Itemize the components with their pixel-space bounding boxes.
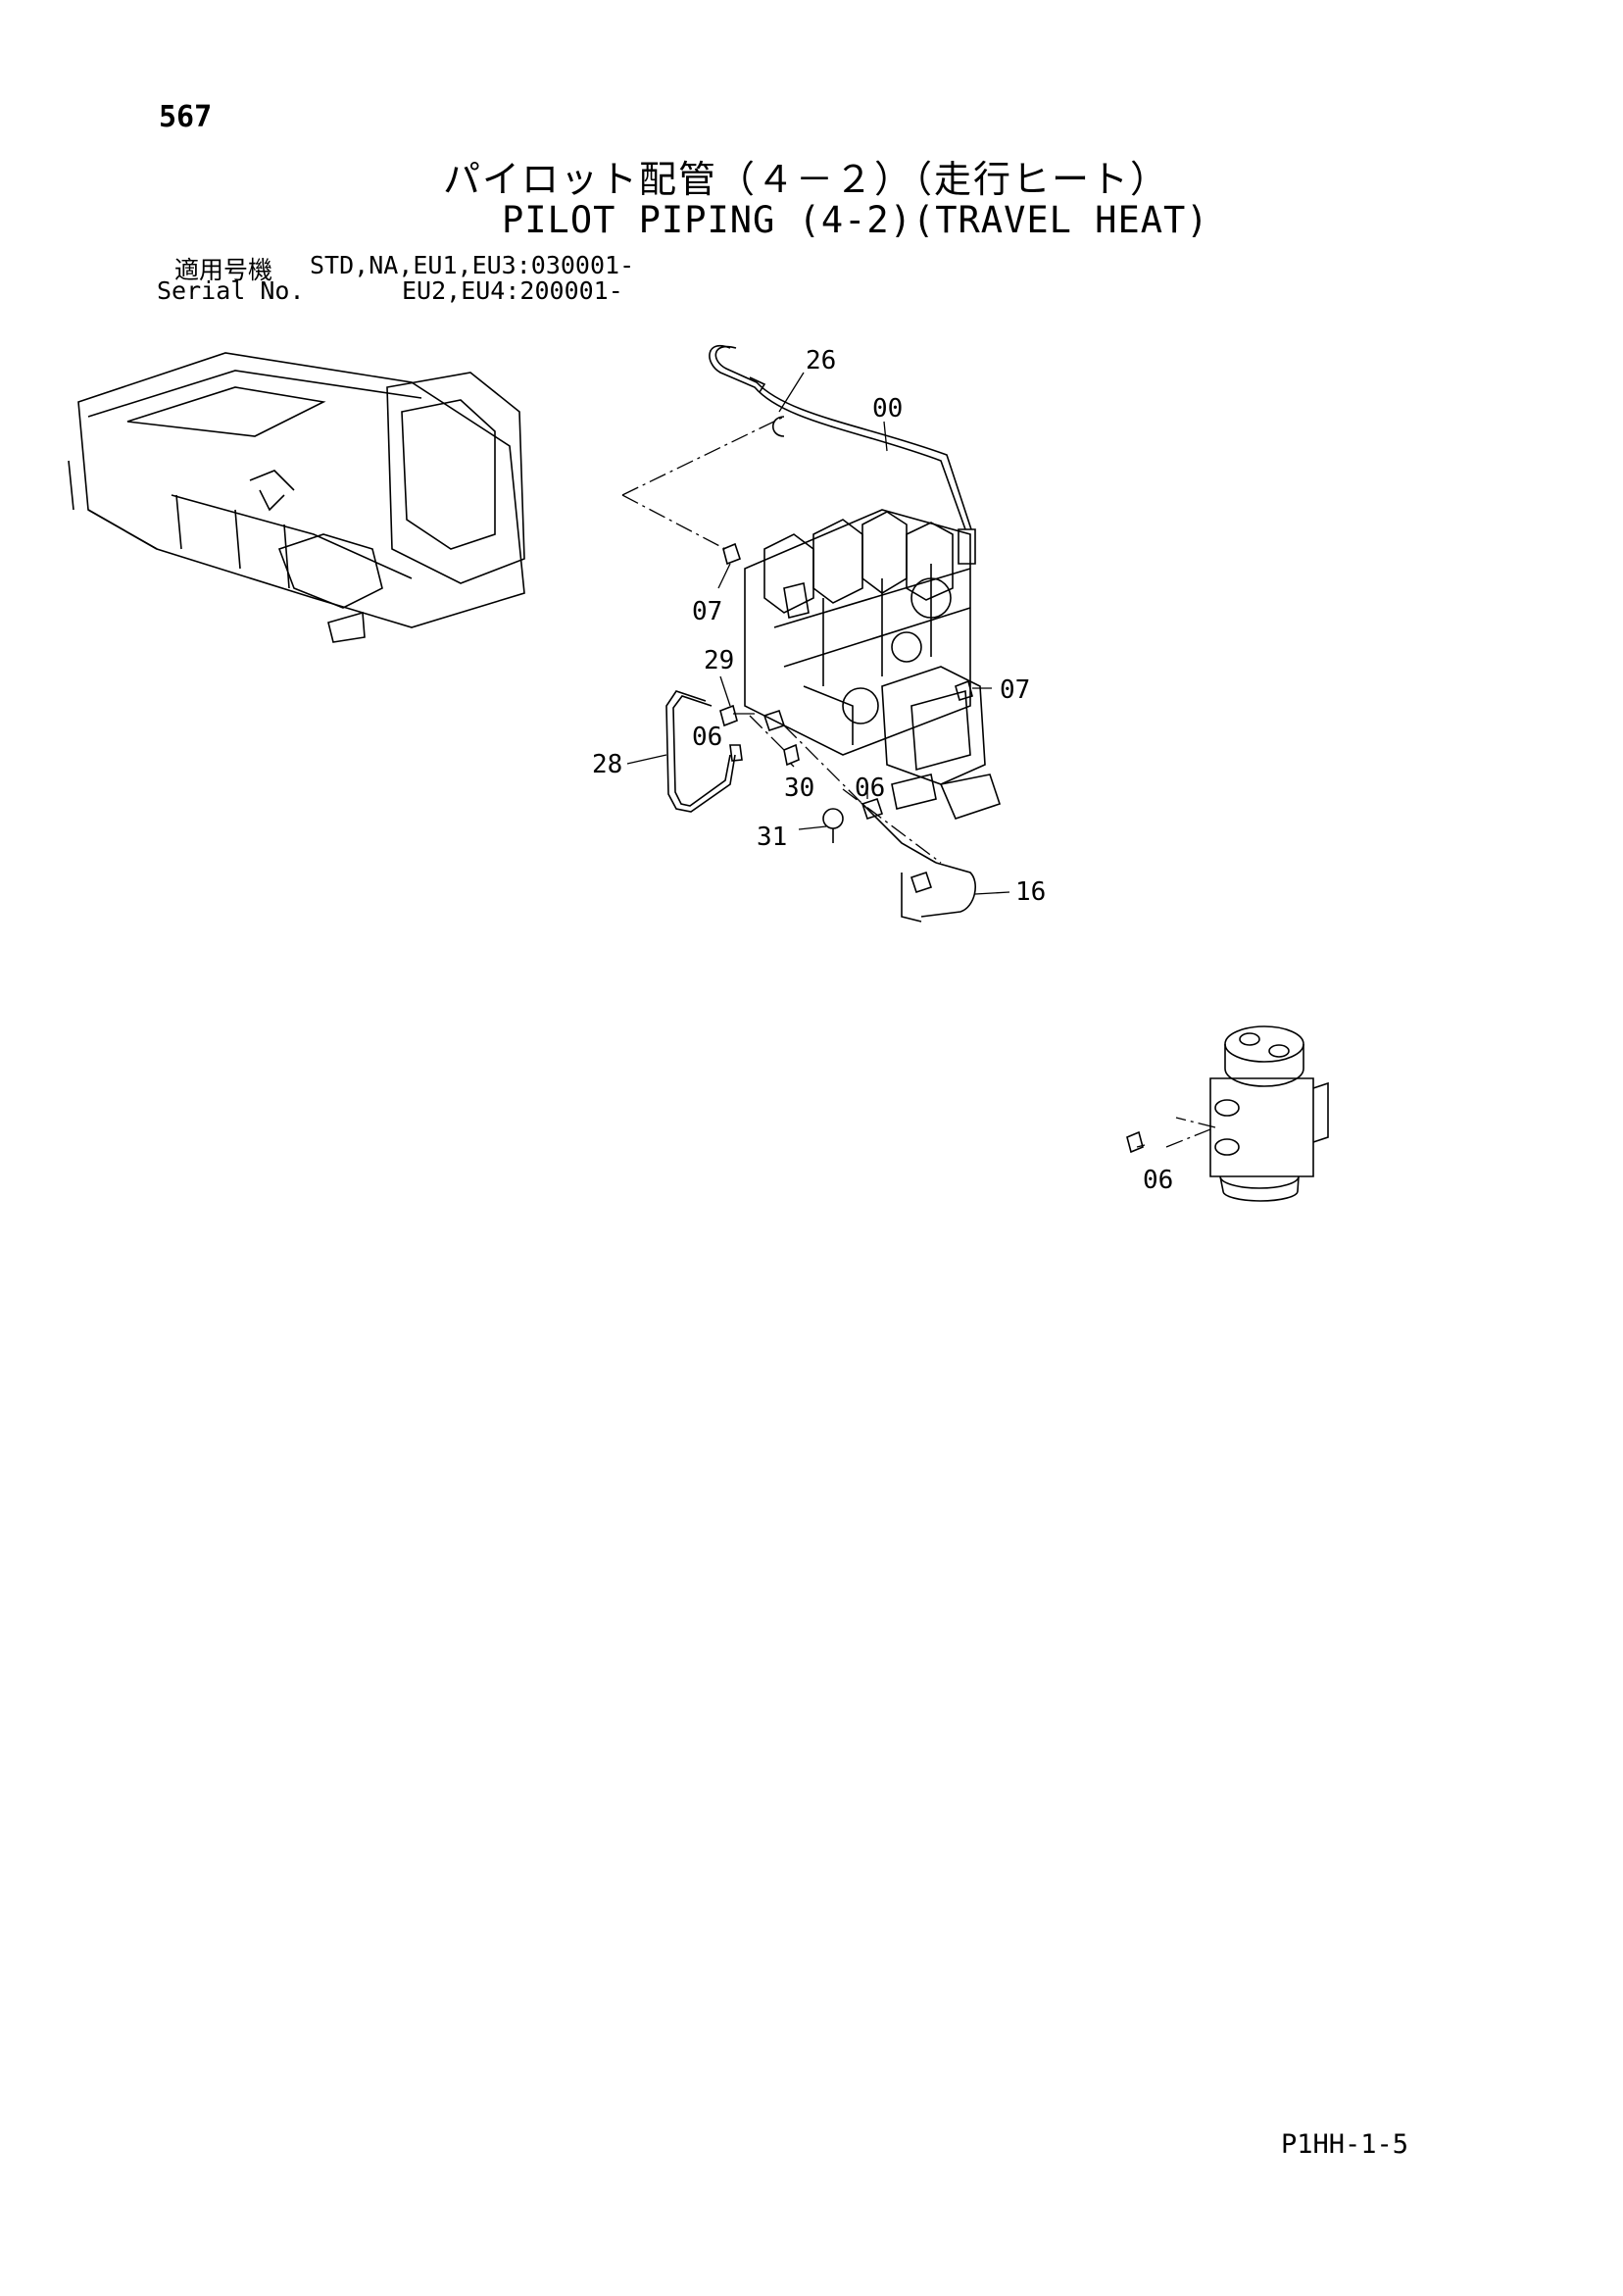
callout-06-upper: 06 (692, 723, 722, 752)
excavator-overview-drawing (68, 352, 525, 643)
callout-06-swing-joint: 06 (1143, 1166, 1173, 1195)
callout-28: 28 (592, 750, 622, 779)
callout-30: 30 (784, 774, 814, 803)
control-valve-drawing (744, 509, 1002, 820)
callout-07-right: 07 (1000, 675, 1030, 705)
title-japanese: パイロット配管（４－２）（走行ヒート） (443, 158, 1170, 201)
document-code: P1HH-1-5 (1281, 2129, 1409, 2160)
page-number: 567 (159, 100, 213, 134)
callout-31: 31 (757, 823, 787, 852)
callout-06-middle: 06 (855, 774, 885, 803)
swing-joint-drawing (1126, 1025, 1329, 1202)
callout-26: 26 (806, 346, 836, 375)
hose-16-drawing (861, 803, 976, 923)
title-english: PILOT PIPING (4-2)(TRAVEL HEAT) (502, 199, 1209, 241)
serial-value-2: EU2,EU4:200001- (402, 276, 623, 305)
pipe-28-drawing (665, 690, 743, 813)
reference-lines (621, 416, 1216, 1148)
serial-label-english: Serial No. (157, 276, 305, 305)
serial-label-japanese: 適用号機 (174, 256, 273, 284)
fittings-drawing (719, 542, 973, 843)
callout-29: 29 (704, 646, 734, 675)
callout-00: 00 (872, 394, 903, 424)
serial-value-1: STD,NA,EU1,EU3:030001- (310, 251, 635, 279)
leader-lines (626, 372, 1146, 1148)
callout-07-left: 07 (692, 597, 722, 626)
callout-16: 16 (1015, 877, 1046, 907)
pilot-hose-drawing (709, 345, 976, 565)
